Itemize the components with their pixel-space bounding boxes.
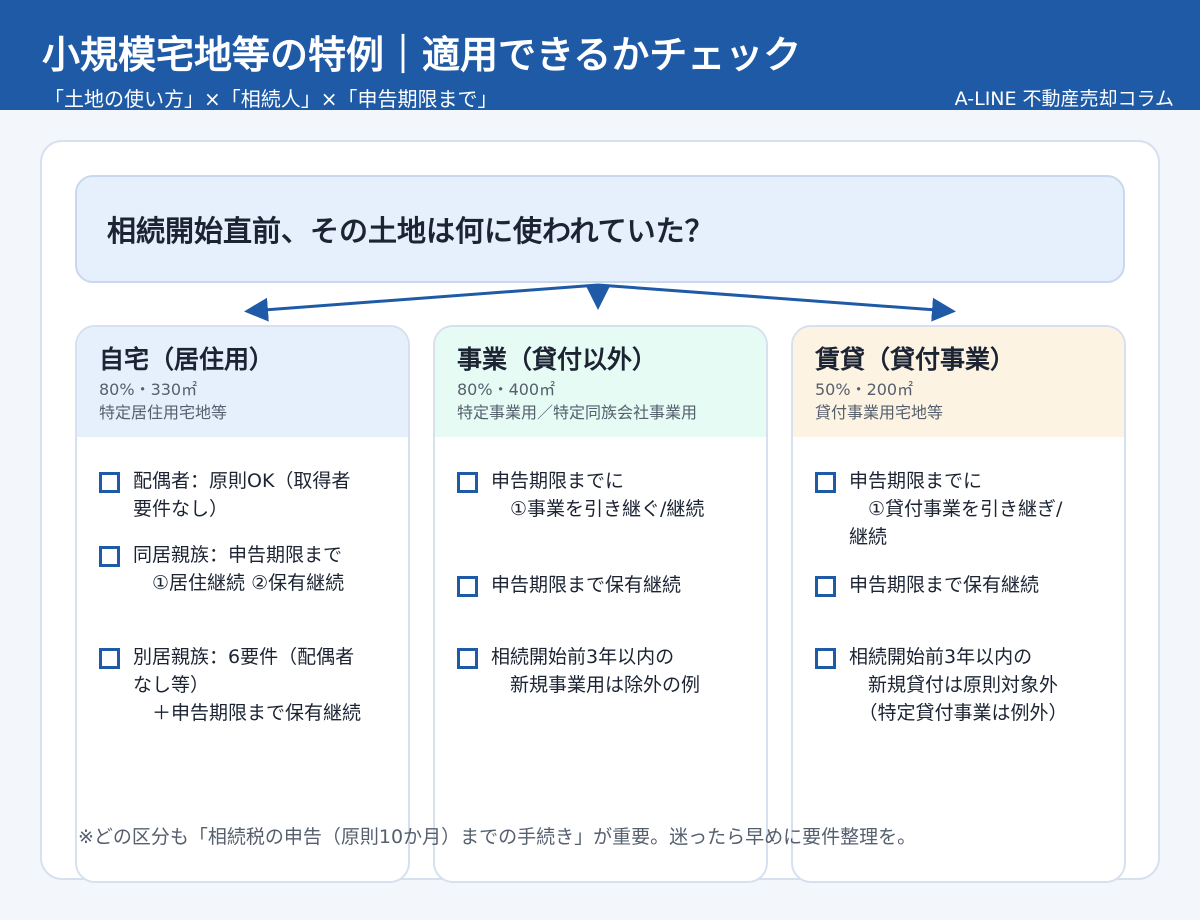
card-rate: 80%・330㎡ (99, 380, 198, 399)
checkbox-icon[interactable] (99, 648, 120, 669)
checklist-text: 配偶者：原則OK（取得者 要件なし） (133, 470, 351, 520)
checklist-item: 同居親族：申告期限まで ①居住継続 ②保有継続 (99, 541, 398, 597)
footnote: ※どの区分も「相続税の申告（原則10か月）までの手続き」が重要。迷ったら早めに要… (78, 826, 917, 848)
checkbox-icon[interactable] (99, 472, 120, 493)
card-title: 事業（貸付以外） (457, 345, 658, 374)
checkbox-icon[interactable] (815, 472, 836, 493)
checklist-item: 配偶者：原則OK（取得者 要件なし） (99, 467, 398, 523)
question-text: 相続開始直前、その土地は何に使われていた？ (107, 214, 714, 248)
card-business: 事業（貸付以外） 80%・400㎡ 特定事業用／特定同族会社事業用申告期限までに… (433, 325, 768, 883)
checklist-item: 申告期限までに ①事業を引き継ぐ/継続 (457, 467, 756, 523)
checkbox-icon[interactable] (457, 576, 478, 597)
checkbox-icon[interactable] (99, 546, 120, 567)
card-title: 自宅（居住用） (99, 345, 275, 374)
card-header: 事業（貸付以外） 80%・400㎡ 特定事業用／特定同族会社事業用 (435, 327, 766, 437)
checkbox-icon[interactable] (457, 648, 478, 669)
card-rate: 50%・200㎡ (815, 380, 914, 399)
card-header: 自宅（居住用） 80%・330㎡ 特定居住用宅地等 (77, 327, 408, 437)
checklist-text: 申告期限まで保有継続 (849, 574, 1040, 596)
card-rental: 賃貸（貸付事業） 50%・200㎡ 貸付事業用宅地等申告期限までに ①貸付事業を… (791, 325, 1126, 883)
checklist-item: 相続開始前3年以内の 新規貸付は原則対象外 （特定貸付事業は例外） (815, 643, 1114, 727)
checklist-text: 申告期限までに ①事業を引き継ぐ/継続 (491, 470, 705, 520)
checklist-item: 申告期限までに ①貸付事業を引き継ぎ/ 継続 (815, 467, 1114, 551)
checkbox-icon[interactable] (815, 576, 836, 597)
card-title: 賃貸（貸付事業） (815, 345, 1016, 374)
brand-label: A-LINE 不動産売却コラム (954, 88, 1174, 110)
card-header: 賃貸（貸付事業） 50%・200㎡ 貸付事業用宅地等 (793, 327, 1124, 437)
checklist-item: 申告期限まで保有継続 (815, 571, 1114, 599)
checklist-text: 同居親族：申告期限まで ①居住継続 ②保有継続 (133, 544, 345, 594)
card-category: 特定事業用／特定同族会社事業用 (457, 403, 698, 422)
checklist-text: 相続開始前3年以内の 新規事業用は除外の例 (491, 646, 701, 696)
checklist-text: 別居親族：6要件（配偶者 なし等） ＋申告期限まで保有継続 (133, 646, 362, 724)
card-rate: 80%・400㎡ (457, 380, 556, 399)
checklist-item: 相続開始前3年以内の 新規事業用は除外の例 (457, 643, 756, 699)
header-banner: 小規模宅地等の特例｜適用できるかチェック 「土地の使い方」×「相続人」×「申告期… (0, 0, 1200, 111)
checklist-item: 別居親族：6要件（配偶者 なし等） ＋申告期限まで保有継続 (99, 643, 398, 727)
question-box: 相続開始直前、その土地は何に使われていた？ (75, 175, 1125, 283)
checklist-text: 申告期限までに ①貸付事業を引き継ぎ/ 継続 (849, 470, 1063, 548)
card-residential: 自宅（居住用） 80%・330㎡ 特定居住用宅地等配偶者：原則OK（取得者 要件… (75, 325, 410, 883)
checklist-item: 申告期限まで保有継続 (457, 571, 756, 599)
checklist-text: 申告期限まで保有継続 (491, 574, 682, 596)
checklist-text: 相続開始前3年以内の 新規貸付は原則対象外 （特定貸付事業は例外） (849, 646, 1068, 724)
card-category: 貸付事業用宅地等 (815, 403, 944, 422)
checkbox-icon[interactable] (815, 648, 836, 669)
page-subtitle: 「土地の使い方」×「相続人」×「申告期限まで」 (44, 87, 498, 111)
page-title: 小規模宅地等の特例｜適用できるかチェック (42, 33, 802, 77)
card-category: 特定居住用宅地等 (99, 403, 228, 422)
checkbox-icon[interactable] (457, 472, 478, 493)
